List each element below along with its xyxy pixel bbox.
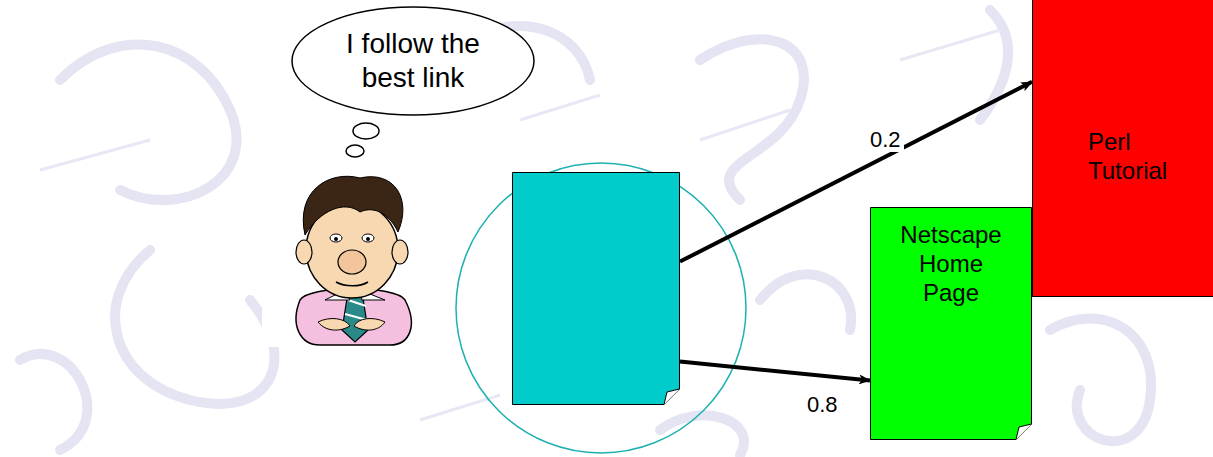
thought-bubble: I follow the best link	[291, 6, 535, 116]
current-page-outline	[512, 172, 680, 405]
page-title: Netscape Home Page	[900, 221, 1001, 307]
thought-dot	[346, 145, 364, 157]
thought-text: I follow the best link	[326, 27, 501, 94]
watermark-swirls	[20, 10, 1151, 455]
cartoon-person	[262, 165, 422, 347]
thought-dot	[353, 123, 379, 139]
bubble-ellipse	[292, 7, 534, 115]
page-title: Perl Tutorial	[1088, 128, 1167, 186]
page-sheet	[513, 173, 680, 405]
linked-page: Netscape Home Page	[870, 207, 1032, 440]
link-arrow	[680, 362, 870, 381]
focus-circle	[456, 163, 746, 453]
probability-label: 0.2	[867, 127, 904, 152]
probability-label: 0.8	[804, 392, 841, 417]
page-fold	[1016, 424, 1032, 440]
current-page	[512, 172, 680, 405]
page-fold	[664, 389, 680, 405]
thought-bubble-outline	[291, 6, 535, 116]
page-sheet	[871, 208, 1032, 440]
page-sheet	[1033, 0, 1213, 297]
linked-page: Perl Tutorial	[1032, 0, 1213, 297]
